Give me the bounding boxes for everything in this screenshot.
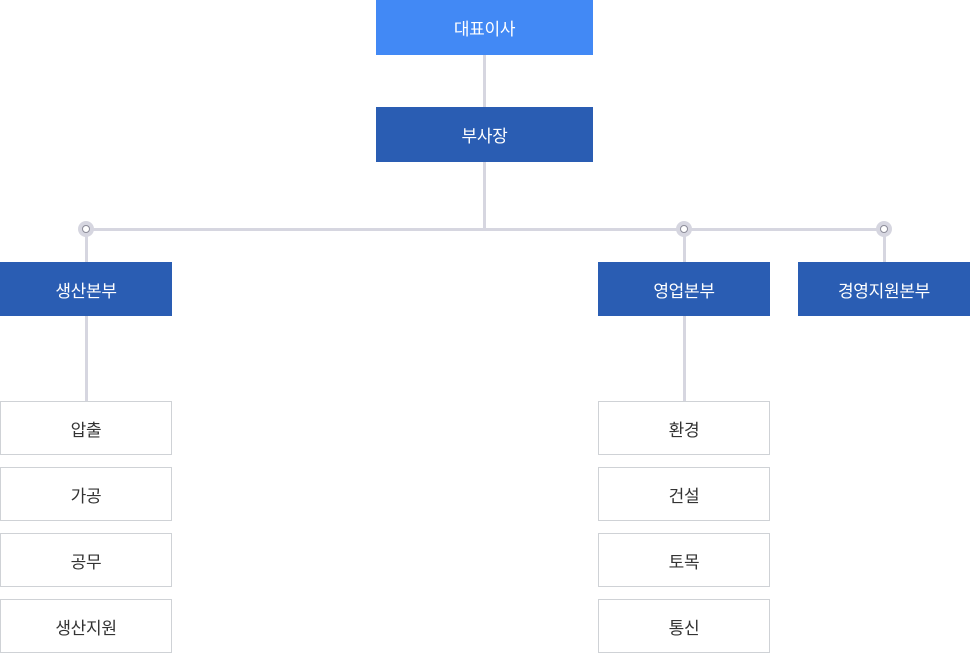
division-production: 생산본부 <box>0 262 172 316</box>
team-label: 건설 <box>668 486 700 507</box>
team-box: 토목 <box>598 533 770 587</box>
team-label: 통신 <box>668 618 700 639</box>
team-label: 생산지원 <box>55 618 117 639</box>
connector-bus-division-management <box>883 230 886 262</box>
ceo-label: 대표이사 <box>453 20 516 40</box>
team-box: 통신 <box>598 599 770 653</box>
connector-ceo-vp <box>483 55 486 107</box>
division-management-support-label: 경영지원본부 <box>837 281 931 302</box>
connector-sales-teams <box>683 316 686 401</box>
connector-production-teams <box>85 316 88 401</box>
team-box: 환경 <box>598 401 770 455</box>
connector-dot-sales <box>676 221 692 237</box>
connector-dot-management <box>876 221 892 237</box>
team-box: 생산지원 <box>0 599 172 653</box>
vice-president-box: 부사장 <box>376 107 593 162</box>
division-management-support: 경영지원본부 <box>798 262 970 316</box>
team-box: 압출 <box>0 401 172 455</box>
vice-president-label: 부사장 <box>461 127 508 147</box>
connector-bus-horizontal <box>86 228 884 231</box>
team-label: 가공 <box>70 486 102 507</box>
division-production-label: 생산본부 <box>55 281 117 302</box>
ceo-box: 대표이사 <box>376 0 593 55</box>
team-box: 가공 <box>0 467 172 521</box>
connector-bus-division-production <box>85 230 88 262</box>
division-sales: 영업본부 <box>598 262 770 316</box>
team-box: 공무 <box>0 533 172 587</box>
team-box: 건설 <box>598 467 770 521</box>
division-sales-label: 영업본부 <box>653 281 715 302</box>
team-label: 공무 <box>70 552 102 573</box>
connector-dot-production <box>78 221 94 237</box>
team-label: 환경 <box>668 420 700 441</box>
team-label: 토목 <box>668 552 700 573</box>
connector-bus-division-sales <box>683 230 686 262</box>
team-label: 압출 <box>70 420 102 441</box>
connector-vp-bus <box>483 162 486 231</box>
